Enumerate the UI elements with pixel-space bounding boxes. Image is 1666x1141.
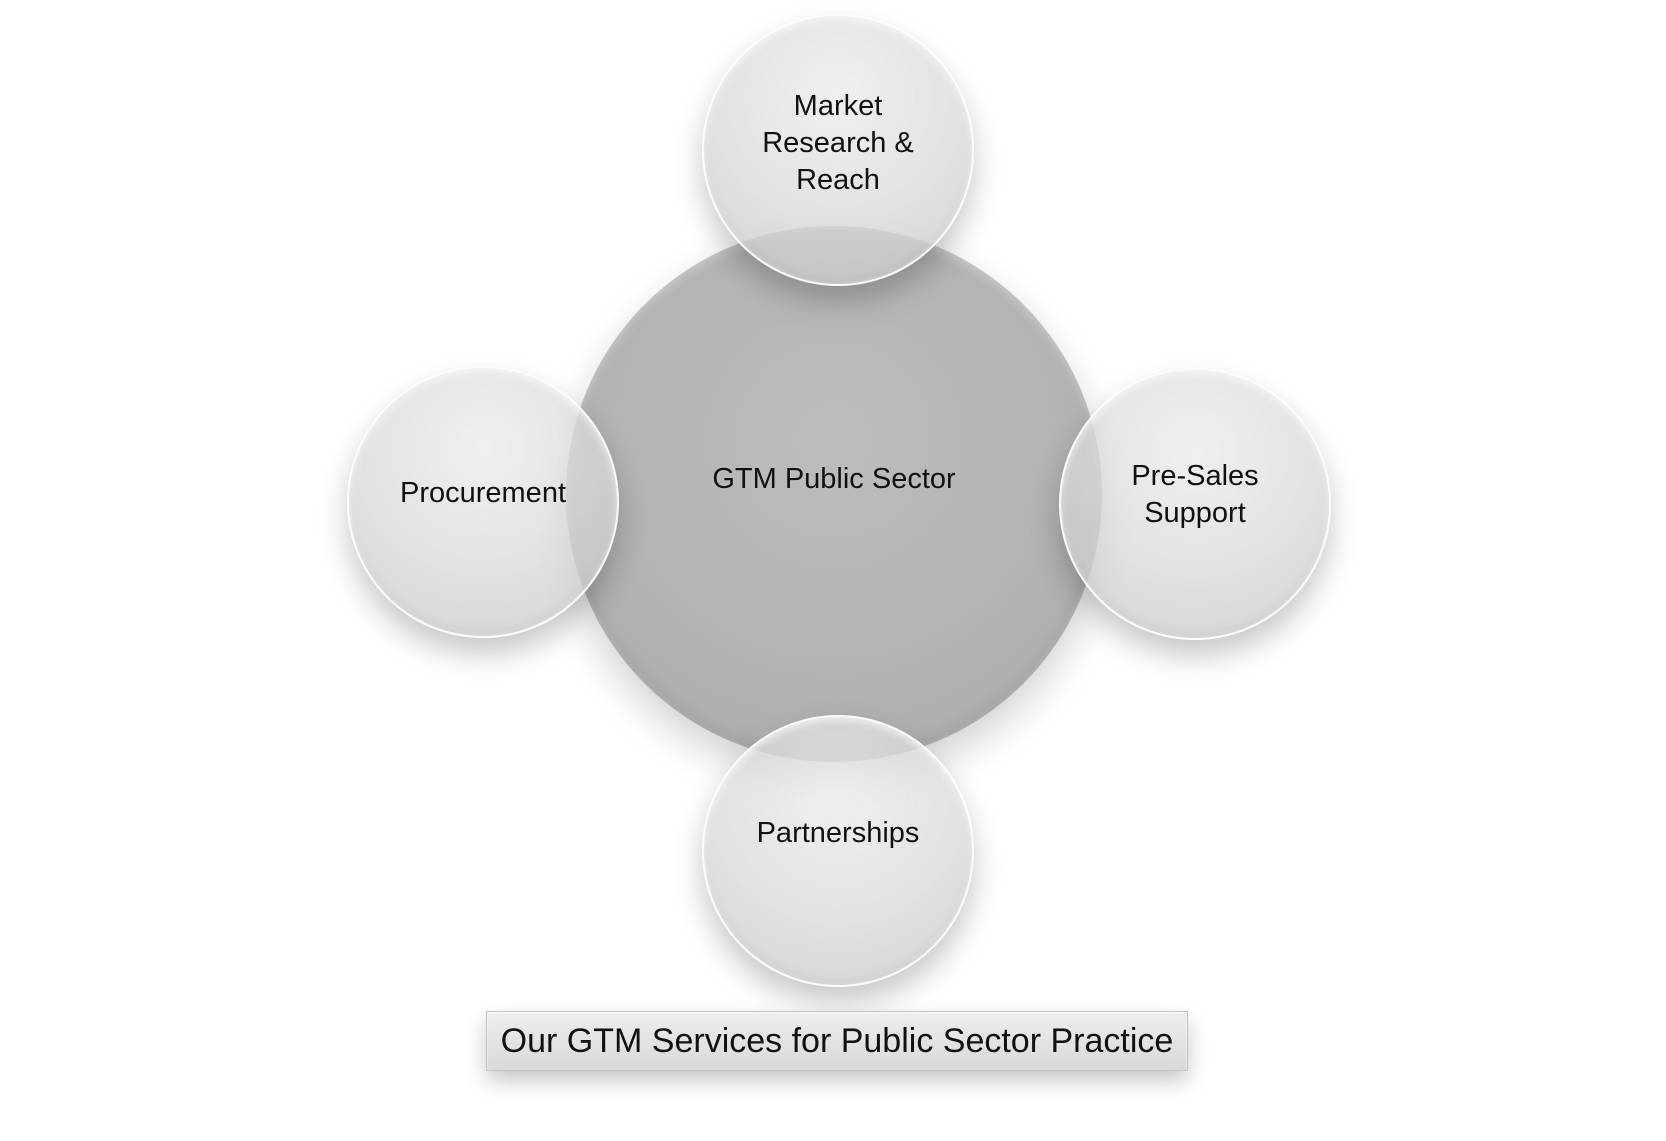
satellite-label-procurement: Procurement	[399, 476, 566, 509]
diagram-caption-box: Our GTM Services for Public Sector Pract…	[486, 1011, 1188, 1071]
satellite-circle-pre-sales-support: Pre-Sales Support	[1059, 368, 1331, 640]
satellite-circle-market-research: Market Research & Reach	[702, 14, 974, 286]
satellite-label-partnerships: Partnerships	[756, 816, 920, 849]
satellite-label-market-research: Market Research & Reach	[762, 89, 914, 196]
diagram-caption: Our GTM Services for Public Sector Pract…	[500, 1021, 1174, 1060]
satellite-label-pre-sales-support: Pre-Sales Support	[1131, 460, 1259, 529]
satellite-circle-procurement: Procurement	[347, 366, 619, 638]
center-circle-label: GTM Public Sector	[712, 462, 956, 495]
center-circle-gtm-public-sector: GTM Public Sector	[566, 226, 1102, 762]
satellite-circle-partnerships: Partnerships	[702, 715, 974, 987]
